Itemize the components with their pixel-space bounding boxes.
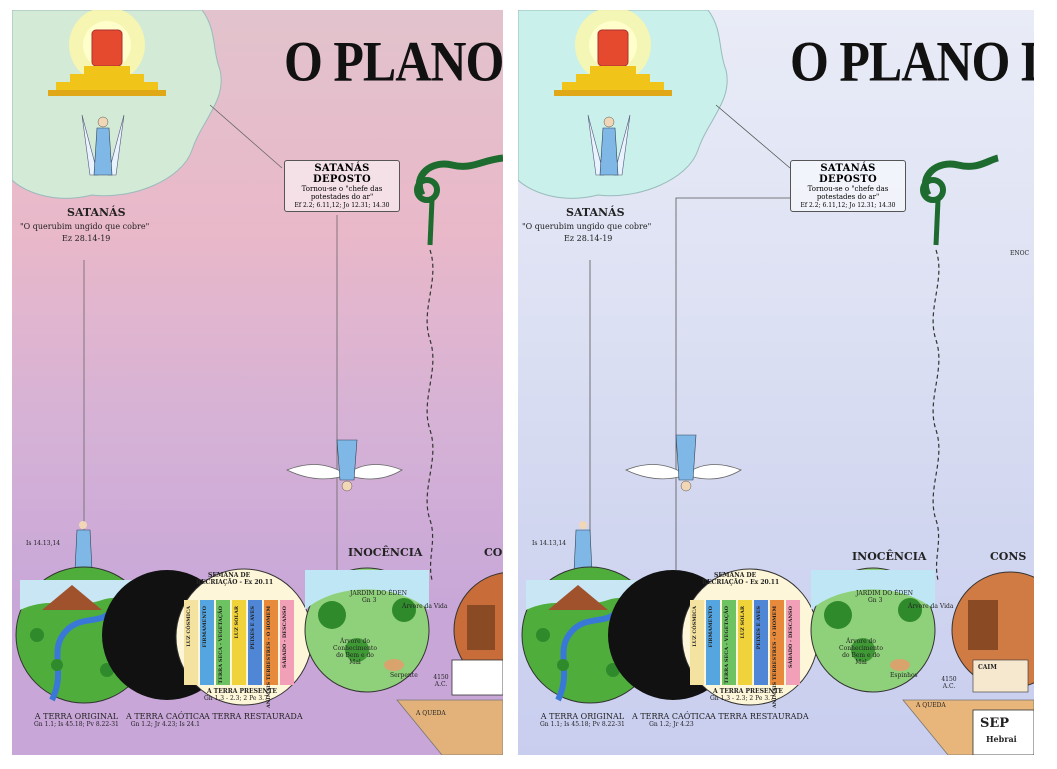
serpent-icon [414,154,503,246]
garden-ref: Gn 3 [868,597,883,604]
side-ref: Is 14.13,14 [532,540,567,547]
tree-of-life-label: Árvore da Vida [908,603,954,610]
satan-name: SATANÁS [67,206,126,219]
throne-icon [48,29,166,96]
innocence-label: INOCÊNCIA [348,546,423,559]
descent-path [932,249,940,581]
cain-label: CAIM [978,664,997,671]
small-angel-icon [74,521,93,571]
garden-extra-label: Serpente [390,672,418,679]
page-title: O PLANO D [790,28,1034,94]
falling-angel-icon [286,439,403,492]
satan-quote: "O querubim ungido que cobre" [522,222,652,231]
tree-of-life-label: Árvore da Vida [402,603,448,610]
fall-band [396,699,503,755]
garden-label: JARDIM DO ÉDEN [856,590,913,597]
chart-artwork [518,10,1034,755]
present-earth-ref: Gn 1.3 - 2.3; 2 Pe 3.7 [710,695,774,702]
recreation-title2: RECRIAÇÃO - Ex 20.11 [196,579,274,586]
deposed-title: SATANÁS DEPOSTO [819,163,877,185]
angel-icon [587,114,631,176]
present-earth-label: A TERRA PRESENTE [713,688,783,695]
date-label: 4150 A.C. [433,674,449,688]
conscience-circle-icon [951,571,1034,693]
garden-extra-label: Espinhos [890,672,918,679]
right-chart-panel: O PLANO D SATANÁS "O querubim ungido que… [518,10,1034,755]
recreation-title: SEMANA DE [208,572,251,579]
recreation-title2: RECRIAÇÃO - Ex 20.11 [702,579,780,586]
fall-label: A QUEDA [916,702,946,709]
garden-eden-icon [810,567,936,693]
edge-label: ENOC [1010,250,1030,257]
heaven-cloud [12,10,222,199]
day-3: TERRA SECA - VEGETAÇÃO [218,606,224,684]
earth-restored-icon [681,568,819,706]
satan-name: SATANÁS [566,206,625,219]
caption-restored: A TERRA RESTAURADA [710,712,809,721]
day-7: SÁBADO - DESCANSO [282,606,288,668]
side-ref: Is 14.13,14 [26,540,61,547]
day-5: PEIXES E AVES [250,606,256,650]
next-dispensation-label: CONS [990,550,1027,563]
day-2: FIRMAMENTO [202,606,208,648]
caption-restored: A TERRA RESTAURADA [204,712,303,721]
day-3: TERRA SECA - VEGETAÇÃO [724,606,730,684]
garden-eden-icon [304,567,430,693]
satan-ref: Ez 28.14-19 [62,234,111,243]
deposed-title: SATANÁS DEPOSTO [313,163,371,185]
tree-knowledge-label: Árvore do Conhecimento do Bem e do Mal [333,638,377,666]
day-1: LUZ CÓSMICA [692,606,698,647]
day-7: SÁBADO - DESCANSO [788,606,794,668]
innocence-label: INOCÊNCIA [852,550,927,563]
deposed-line1: Tornou-se o "chefe das [301,185,383,193]
angel-icon [81,114,125,176]
throne-icon [554,29,672,96]
tree-knowledge-label: Árvore do Conhecimento do Bem e do Mal [839,638,883,666]
day-4: LUZ SOLAR [234,606,240,639]
garden-ref: Gn 3 [362,597,377,604]
present-earth-label: A TERRA PRESENTE [207,688,277,695]
conscience-partial-icon [453,572,503,688]
serpent-icon [920,154,999,246]
date-label: 4150 A.C. [941,676,957,690]
deposed-ref: Ef 2.2; 6.11,12; Jo 12.31; 14.30 [800,202,896,209]
day-1: LUZ CÓSMICA [186,606,192,647]
small-angel-icon [573,521,593,573]
satan-ref: Ez 28.14-19 [564,234,613,243]
satan-deposed-box: SATANÁS DEPOSTO Tornou-se o "chefe das p… [790,160,906,212]
garden-label: JARDIM DO ÉDEN [350,590,407,597]
satan-quote: "O querubim ungido que cobre" [20,222,150,231]
descent-path [426,249,434,581]
deposed-line1: Tornou-se o "chefe das [807,185,889,193]
heaven-cloud [518,10,728,199]
deposed-line2: potestades do ar" [816,193,880,201]
chart-artwork [12,10,503,755]
deposed-line2: potestades do ar" [310,193,374,201]
page-title: O PLANO D [284,28,503,94]
fall-label: A QUEDA [416,710,446,717]
deposed-ref: Ef 2.2; 6.11,12; Jo 12.31; 14.30 [294,202,390,209]
recreation-title: SEMANA DE [714,572,757,579]
satan-deposed-box: SATANÁS DEPOSTO Tornou-se o "chefe das p… [284,160,400,212]
earth-restored-icon [175,568,313,706]
hebrews-label: Hebrai [986,734,1017,744]
day-2: FIRMAMENTO [708,606,714,648]
next-dispensation-label: CO [484,546,503,559]
left-chart-panel: O PLANO D SATANÁS "O querubim ungido que… [12,10,503,755]
separation-label: SEP [980,716,1010,731]
falling-angel-icon [625,434,742,492]
day-4: LUZ SOLAR [740,606,746,639]
present-earth-ref: Gn 1.3 - 2.3; 2 Pe 3.7 [204,695,268,702]
day-5: PEIXES E AVES [756,606,762,650]
